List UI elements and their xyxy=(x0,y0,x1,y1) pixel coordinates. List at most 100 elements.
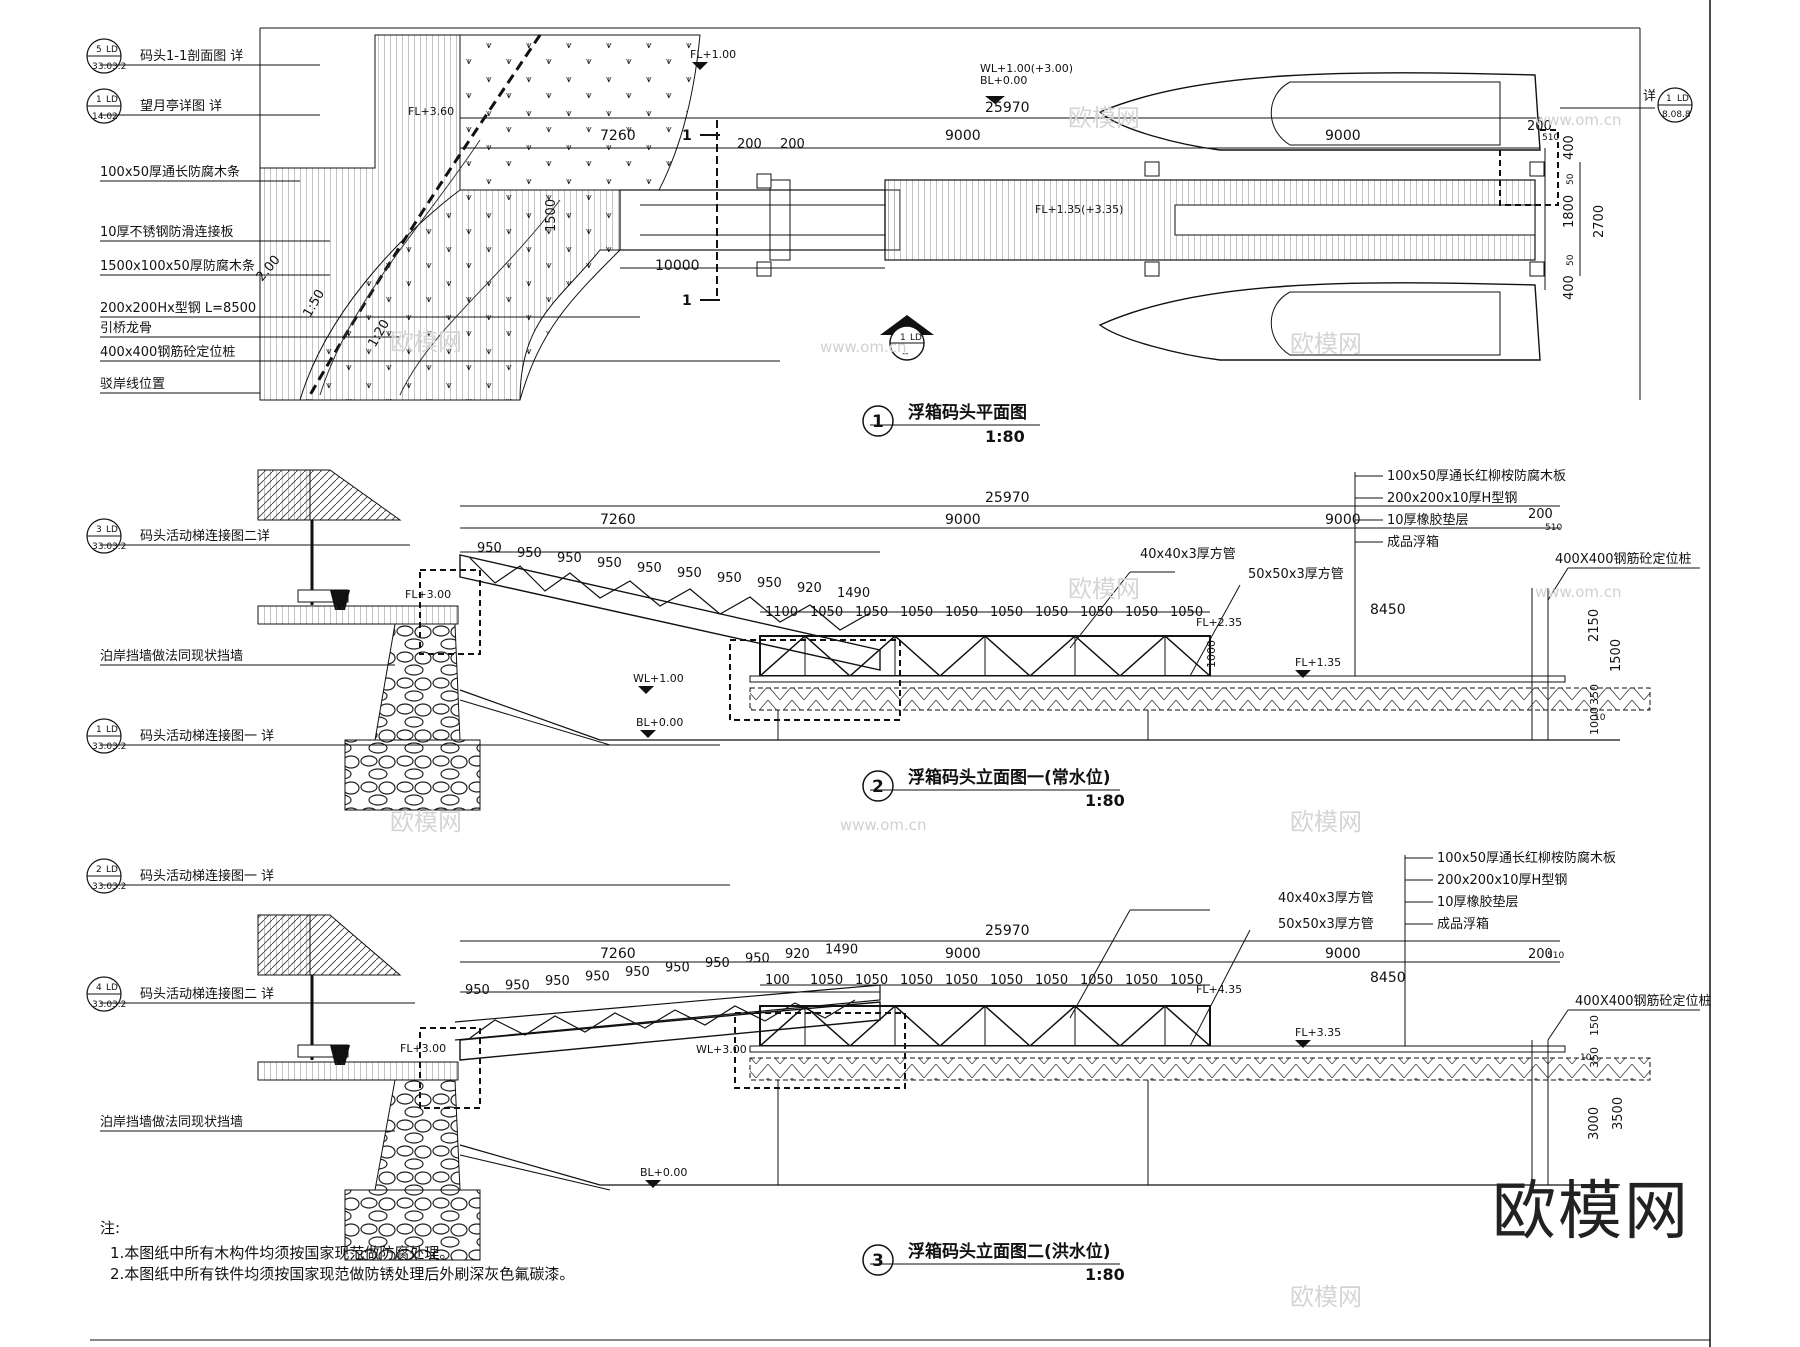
plan-left-bubble-code-1: LD xyxy=(106,95,118,105)
plan-dim-2700: 2700 xyxy=(1592,205,1607,238)
e2-float-seg-5: 1050 xyxy=(990,973,1023,988)
plan-left-label-1: 望月亭详图 详 xyxy=(140,98,222,114)
e1-ramp-seg-7: 950 xyxy=(757,576,782,591)
e1-float-seg-6: 1050 xyxy=(1035,605,1068,620)
e1-right-label-2: 10厚橡胶垫层 xyxy=(1387,512,1469,528)
e2-left-bubble-bot-0: 33.03.2 xyxy=(92,882,126,892)
e1-dim-8450: 8450 xyxy=(1370,602,1406,618)
e2-left-label-2: 泊岸挡墙做法同现状挡墙 xyxy=(100,1115,243,1130)
e1-ramp-seg-3: 950 xyxy=(597,556,622,571)
elevation-1-view: 25970 7260 9000 9000 200 510 8450 2150 1… xyxy=(86,468,1700,811)
e1-left-bubble-bot-0: 33.03.2 xyxy=(92,542,126,552)
wm-url-4: www.om.cn xyxy=(1535,583,1622,601)
plan-dim-200a: 200 xyxy=(737,137,762,152)
e2-float-seg-7: 1050 xyxy=(1080,973,1113,988)
e1-level-bl: BL+0.00 xyxy=(636,716,683,729)
e1-tube1: 40x40x3厚方管 xyxy=(1140,546,1236,562)
e2-float-seg-1: 1050 xyxy=(810,973,843,988)
e1-title: 浮箱码头立面图一(常水位) xyxy=(908,767,1111,788)
e2-left-bubble-bot-1: 33.03.2 xyxy=(92,1000,126,1010)
e2-left-label-1: 码头活动梯连接图二 详 xyxy=(140,986,274,1002)
e1-dim-510: 510 xyxy=(1545,523,1562,533)
wm-url-1: www.om.cn xyxy=(820,338,907,356)
e2-ramp-seg-9: 1490 xyxy=(825,943,858,958)
e2-right-label-0: 100x50厚通长红柳桉防腐木板 xyxy=(1437,850,1616,866)
e1-ramp-seg-2: 950 xyxy=(557,551,582,566)
e2-level-fl-land: FL+3.00 xyxy=(400,1042,446,1055)
plan-left-label-7: 400x400钢筋砼定位桩 xyxy=(100,344,235,360)
e2-tube1: 40x40x3厚方管 xyxy=(1278,890,1374,906)
e2-ramp-seg-8: 920 xyxy=(785,947,810,962)
e1-level-fl-deck: FL+1.35 xyxy=(1295,656,1341,669)
section-mark-top: 1 xyxy=(682,128,692,144)
notes-item-2: 2.本图纸中所有铁件均须按国家现范做防锈处理后外刷深灰色氟碳漆。 xyxy=(110,1265,575,1283)
e2-left-bubble-code-0: LD xyxy=(106,865,118,875)
notes-heading: 注: xyxy=(100,1219,121,1237)
e1-dim-1500: 1500 xyxy=(1609,639,1624,672)
e1-left-label-2: 码头活动梯连接图一 详 xyxy=(140,728,274,744)
plan-ref-top: 1 xyxy=(1666,94,1672,104)
e1-scale: 1:80 xyxy=(1085,791,1125,810)
e1-left-label-1: 泊岸挡墙做法同现状挡墙 xyxy=(100,649,243,664)
e2-dim-3000: 3000 xyxy=(1587,1107,1602,1140)
e2-ramp-seg-3: 950 xyxy=(585,970,610,985)
e1-dim-9000b: 9000 xyxy=(1325,512,1361,528)
e1-float-seg-8: 1050 xyxy=(1125,605,1158,620)
plan-left-bubble-top-0: 5 xyxy=(96,45,102,55)
plan-dim-50a: 50 xyxy=(1566,173,1576,185)
plan-left-label-8: 驳岸线位置 xyxy=(100,377,165,392)
e2-ramp-seg-7: 950 xyxy=(745,952,770,967)
e1-dim-total: 25970 xyxy=(985,490,1030,506)
e2-title-number: 3 xyxy=(872,1251,884,1271)
north-bot: -- xyxy=(902,349,909,359)
e2-right-label-1: 200x200x10厚H型钢 xyxy=(1437,873,1567,888)
e2-float-seg-8: 1050 xyxy=(1125,973,1158,988)
e1-ramp-seg-1: 950 xyxy=(517,546,542,561)
plan-left-label-4: 1500x100x50厚防腐木条 xyxy=(100,258,255,274)
e2-level-wl: WL+3.00 xyxy=(696,1043,747,1056)
plan-level-fl-top: FL+1.00 xyxy=(690,48,736,61)
e2-left-label-0: 码头活动梯连接图一 详 xyxy=(140,868,274,884)
e2-float-seg-4: 1050 xyxy=(945,973,978,988)
plan-ref-label: 详 xyxy=(1643,89,1656,104)
wm-small-1: 欧模网 xyxy=(1068,104,1140,132)
plan-scale: 1:80 xyxy=(985,427,1025,446)
e1-left-bubble-code-0: LD xyxy=(106,525,118,535)
e2-level-fl-deck: FL+3.35 xyxy=(1295,1026,1341,1039)
e2-dim-7260: 7260 xyxy=(600,946,636,962)
e2-right-label-2: 10厚橡胶垫层 xyxy=(1437,894,1519,910)
plan-dim-total: 25970 xyxy=(985,100,1030,116)
plan-dim-200b: 200 xyxy=(780,137,805,152)
plan-dim-400b: 400 xyxy=(1562,275,1577,300)
e2-ramp-seg-6: 950 xyxy=(705,956,730,971)
plan-left-label-2: 100x50厚通长防腐木条 xyxy=(100,164,240,180)
elevation-2-view: 25970 7260 9000 9000 200 510 8450 150 35… xyxy=(86,850,1712,1284)
e1-right-labels: 100x50厚通长红柳桉防腐木板200x200x10厚H型钢10厚橡胶垫层成品浮… xyxy=(1355,468,1566,550)
e2-float-seg-0: 100 xyxy=(765,973,790,988)
plan-dim-10000: 10000 xyxy=(655,258,700,274)
e1-ramp-seg-9: 1490 xyxy=(837,586,870,601)
e2-dim-510: 510 xyxy=(1547,951,1564,961)
e1-float-seg-0: 1100 xyxy=(765,605,798,620)
e2-pile: 400X400钢筋砼定位桩 xyxy=(1575,993,1712,1009)
wm-small-5: 欧模网 xyxy=(390,808,462,836)
wm-small-2: 欧模网 xyxy=(390,328,462,356)
e2-left-bubble-top-0: 2 xyxy=(96,865,102,875)
plan-dim-1500: 1500 xyxy=(544,199,559,232)
e2-title: 浮箱码头立面图二(洪水位) xyxy=(908,1241,1111,1262)
plan-dim-7260: 7260 xyxy=(600,128,636,144)
plan-dim-9000b: 9000 xyxy=(1325,128,1361,144)
plan-level-wl: WL+1.00(+3.00) xyxy=(980,62,1073,75)
e2-dim-total: 25970 xyxy=(985,923,1030,939)
e2-right-label-3: 成品浮箱 xyxy=(1437,916,1489,932)
e1-ramp-seg-0: 950 xyxy=(477,541,502,556)
e2-dim-200: 200 xyxy=(1528,947,1553,962)
plan-left-bubble-bot-1: 14.02 xyxy=(92,112,118,122)
plan-left-label-5: 200x200Hx型钢 L=8500 xyxy=(100,301,256,316)
e1-float-seg-2: 1050 xyxy=(855,605,888,620)
e1-left-label-0: 码头活动梯连接图二详 xyxy=(140,528,270,544)
